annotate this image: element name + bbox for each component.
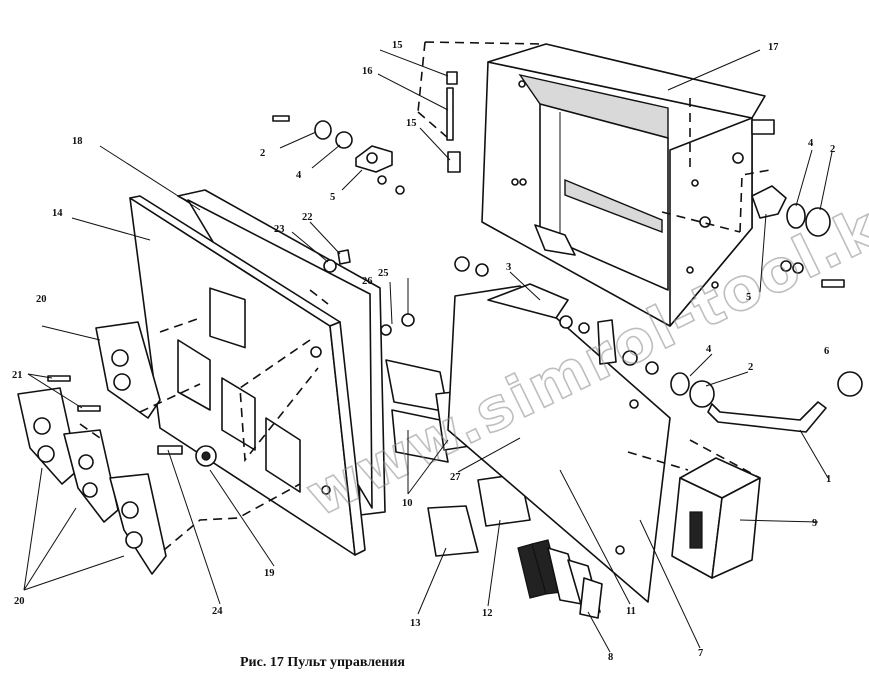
screws xyxy=(47,375,217,467)
callout-24: 24 xyxy=(212,606,223,617)
callout-20-top: 20 xyxy=(36,294,47,305)
callout-14: 14 xyxy=(52,208,63,219)
callout-2-low: 2 xyxy=(748,362,753,373)
callout-15-top: 15 xyxy=(392,40,403,51)
terminal-blocks xyxy=(517,539,603,619)
callout-1: 1 xyxy=(826,474,831,485)
callout-4-top: 4 xyxy=(296,170,302,181)
base-plate xyxy=(447,285,671,603)
callout-17: 17 xyxy=(768,42,779,53)
callout-9: 9 xyxy=(812,518,817,529)
callout-5-right: 5 xyxy=(746,292,751,303)
callout-labels: 17 18 14 2 4 5 15 16 15 23 22 26 25 3 4 … xyxy=(12,40,835,663)
callout-4-low: 4 xyxy=(706,344,712,355)
callout-3: 3 xyxy=(506,262,511,273)
callout-8: 8 xyxy=(608,652,613,663)
nuts-22-23 xyxy=(323,249,351,273)
callout-7: 7 xyxy=(698,648,703,659)
callout-10: 10 xyxy=(402,498,413,509)
callout-15-mid: 15 xyxy=(406,118,417,129)
switch-housing xyxy=(671,457,761,579)
callout-19: 19 xyxy=(264,568,275,579)
callout-26: 26 xyxy=(362,276,373,287)
callout-25: 25 xyxy=(378,268,389,279)
figure-caption: Рис. 17 Пульт управления xyxy=(240,655,405,670)
top-hardware xyxy=(272,115,405,195)
leader-lines xyxy=(23,49,833,653)
callout-20-bottom: 20 xyxy=(14,596,25,607)
clip-parts xyxy=(446,71,461,173)
bracket-hardware xyxy=(380,256,659,375)
callout-6: 6 xyxy=(824,346,829,357)
callout-13: 13 xyxy=(410,618,421,629)
callout-22: 22 xyxy=(302,212,313,223)
right-hardware xyxy=(670,185,863,433)
push-buttons xyxy=(17,321,167,575)
callout-12: 12 xyxy=(482,608,493,619)
callout-4-right: 4 xyxy=(808,138,814,149)
callout-27: 27 xyxy=(450,472,461,483)
callout-2-right: 2 xyxy=(830,144,835,155)
callout-21: 21 xyxy=(12,370,23,381)
callout-16: 16 xyxy=(362,66,373,77)
callout-2-top: 2 xyxy=(260,148,265,159)
housing-box xyxy=(481,43,775,327)
callout-18: 18 xyxy=(72,136,83,147)
callout-11: 11 xyxy=(626,606,636,617)
callout-23: 23 xyxy=(274,224,285,235)
callout-5-top: 5 xyxy=(330,192,335,203)
